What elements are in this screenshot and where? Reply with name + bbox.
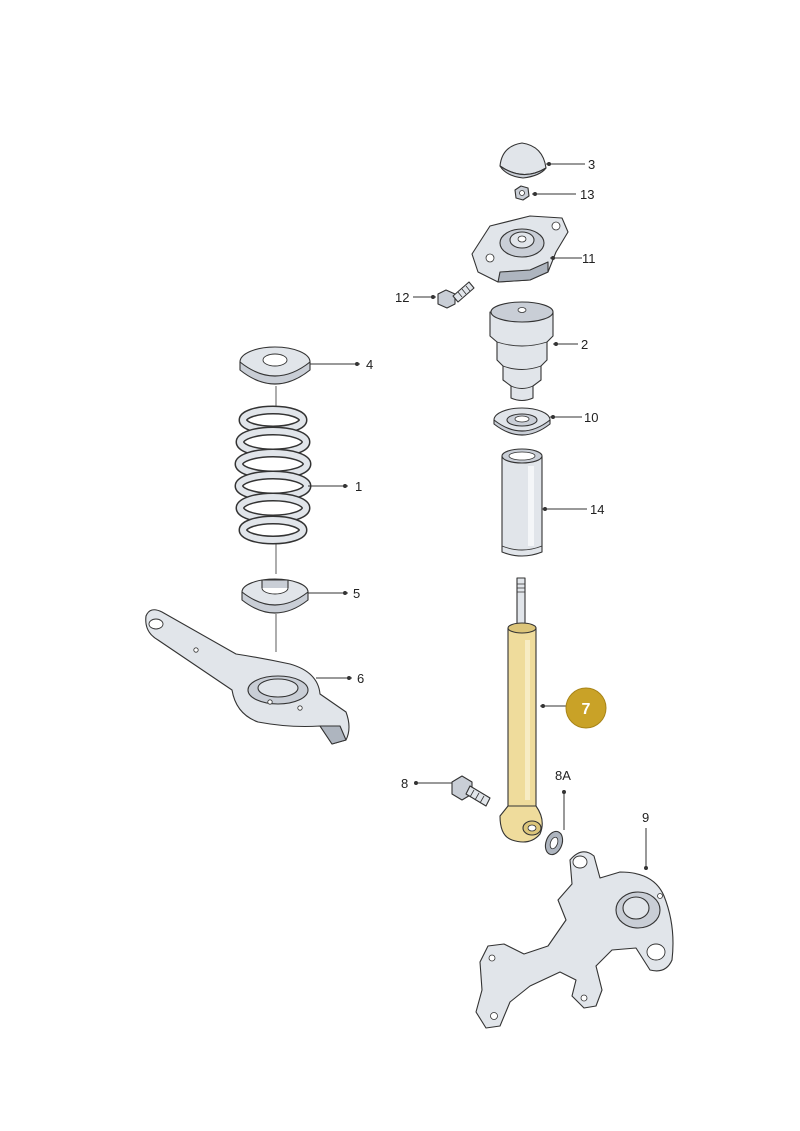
- part-11-strut-mount[interactable]: [471, 215, 569, 283]
- leader-12: 12: [395, 290, 436, 305]
- callout-label-3[interactable]: 3: [588, 157, 595, 172]
- callout-label-12[interactable]: 12: [395, 290, 409, 305]
- leader-6: 6: [316, 671, 364, 686]
- part-4-spring-pad[interactable]: [239, 346, 311, 385]
- leader-7: [540, 704, 566, 708]
- part-10-upper-seat[interactable]: [493, 407, 551, 436]
- part-2-bump-stop[interactable]: [489, 301, 554, 402]
- part-1-coil-spring[interactable]: [234, 405, 312, 545]
- part-8-bolt[interactable]: [451, 775, 491, 807]
- callout-label-13[interactable]: 13: [580, 187, 594, 202]
- part-9-wheel-carrier[interactable]: [475, 851, 674, 1029]
- leader-3: 3: [546, 157, 595, 172]
- callout-label-8[interactable]: 8: [401, 776, 408, 791]
- callout-label-1[interactable]: 1: [355, 479, 362, 494]
- part-12-bolt[interactable]: [437, 281, 475, 309]
- callout-label-9[interactable]: 9: [642, 810, 649, 825]
- callout-label-10[interactable]: 10: [584, 410, 598, 425]
- leader-13: 13: [532, 187, 594, 202]
- callout-label-5[interactable]: 5: [353, 586, 360, 601]
- callout-7-highlight-badge[interactable]: 7: [565, 687, 607, 729]
- callout-label-4[interactable]: 4: [366, 357, 373, 372]
- callout-label-14[interactable]: 14: [590, 502, 604, 517]
- leader-11: 11: [550, 251, 596, 266]
- leader-8: 8: [401, 776, 452, 791]
- callout-label-11[interactable]: 11: [582, 251, 596, 266]
- callout-label-2[interactable]: 2: [581, 337, 588, 352]
- part-8a-washer[interactable]: [542, 829, 565, 857]
- part-13-nut[interactable]: [514, 185, 530, 201]
- leader-4: 4: [275, 357, 373, 406]
- leader-10: 10: [550, 410, 598, 425]
- part-7-shock-absorber[interactable]: [499, 577, 543, 843]
- part-5-lower-pad[interactable]: [241, 578, 309, 614]
- callout-label-6[interactable]: 6: [357, 671, 364, 686]
- part-14-dust-boot[interactable]: [501, 448, 543, 557]
- callout-label-7: 7: [582, 701, 591, 718]
- leader-9: 9: [642, 810, 649, 870]
- callout-label-8a[interactable]: 8A: [555, 768, 571, 783]
- leader-5: 5: [275, 586, 360, 652]
- part-3-dome-cap[interactable]: [499, 142, 547, 179]
- leader-8a: 8A: [555, 768, 571, 830]
- leader-14: 14: [542, 502, 604, 517]
- leader-2: 2: [553, 337, 588, 352]
- leader-1: 1: [275, 479, 362, 574]
- part-6-control-arm[interactable]: [145, 609, 350, 745]
